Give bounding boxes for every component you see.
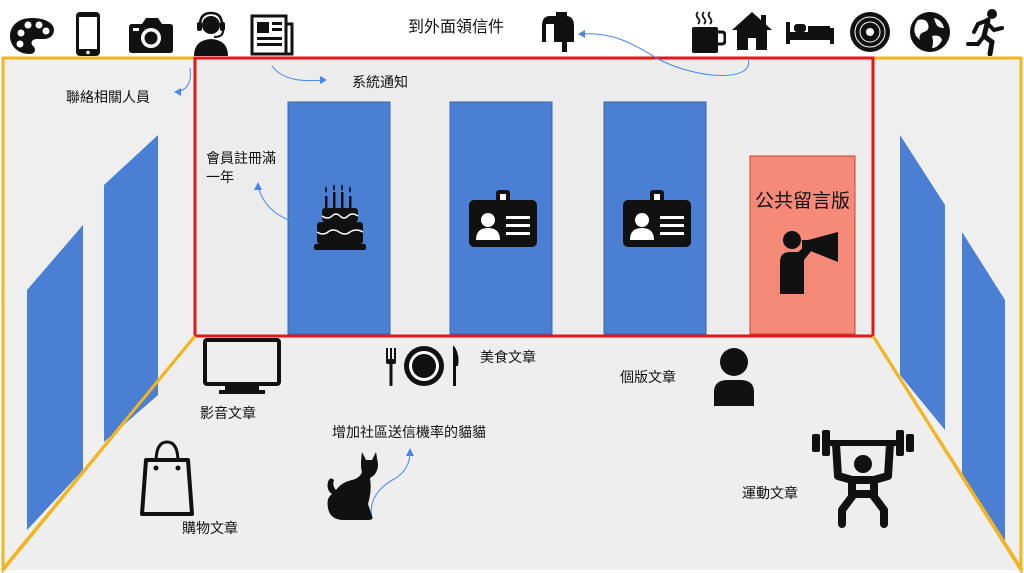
arrow-member-year bbox=[257, 185, 313, 229]
palette-icon[interactable] bbox=[8, 16, 56, 56]
mailbox-icon[interactable] bbox=[540, 10, 576, 52]
left-wall-panel-1 bbox=[27, 225, 83, 530]
id-card-icon-2[interactable] bbox=[622, 188, 692, 248]
running-icon[interactable] bbox=[966, 8, 1006, 56]
label-member-year-line2: 一年 bbox=[206, 170, 234, 186]
right-wall-panel-2 bbox=[962, 232, 1005, 545]
label-message-board: 公共留言版 bbox=[755, 190, 851, 212]
camera-icon[interactable] bbox=[128, 16, 174, 54]
birthday-cake-icon[interactable] bbox=[314, 184, 366, 254]
arrow-mailbox bbox=[581, 33, 750, 76]
support-agent-icon[interactable] bbox=[192, 10, 230, 56]
cat-icon[interactable] bbox=[322, 450, 380, 522]
label-contact: 聯絡相關人員 bbox=[66, 90, 150, 106]
label-mailbox: 到外面領信件 bbox=[408, 17, 505, 36]
left-wall-panel-2 bbox=[104, 135, 158, 442]
megaphone-person-icon[interactable] bbox=[778, 228, 842, 294]
floor bbox=[2, 336, 1022, 570]
arrow-cat bbox=[370, 451, 411, 519]
globe-icon[interactable] bbox=[908, 10, 952, 54]
label-system-notice: 系統通知 bbox=[352, 75, 408, 91]
weightlifting-icon[interactable] bbox=[810, 428, 916, 530]
id-card-icon[interactable] bbox=[468, 188, 538, 248]
vinyl-record-icon[interactable] bbox=[848, 10, 892, 54]
bed-icon[interactable] bbox=[784, 18, 836, 46]
smartphone-icon[interactable] bbox=[74, 10, 102, 58]
shopping-bag-icon[interactable] bbox=[140, 440, 194, 516]
label-video: 影音文章 bbox=[200, 406, 256, 422]
coffee-icon[interactable] bbox=[690, 10, 726, 54]
label-food: 美食文章 bbox=[480, 350, 536, 366]
plate-cutlery-icon[interactable] bbox=[384, 344, 464, 388]
tv-icon[interactable] bbox=[203, 338, 281, 396]
label-cat: 增加社區送信機率的貓貓 bbox=[332, 425, 486, 441]
newspaper-icon[interactable] bbox=[250, 14, 294, 56]
label-personal: 個版文章 bbox=[620, 370, 676, 386]
label-member-year-line1: 會員註冊滿 bbox=[206, 151, 276, 167]
label-sports: 運動文章 bbox=[742, 486, 798, 502]
arrow-system-notice bbox=[271, 65, 325, 82]
label-shopping: 購物文章 bbox=[182, 521, 238, 537]
home-icon[interactable] bbox=[730, 10, 774, 52]
person-avatar-icon[interactable] bbox=[712, 346, 756, 406]
right-wall-panel-1 bbox=[900, 135, 945, 430]
